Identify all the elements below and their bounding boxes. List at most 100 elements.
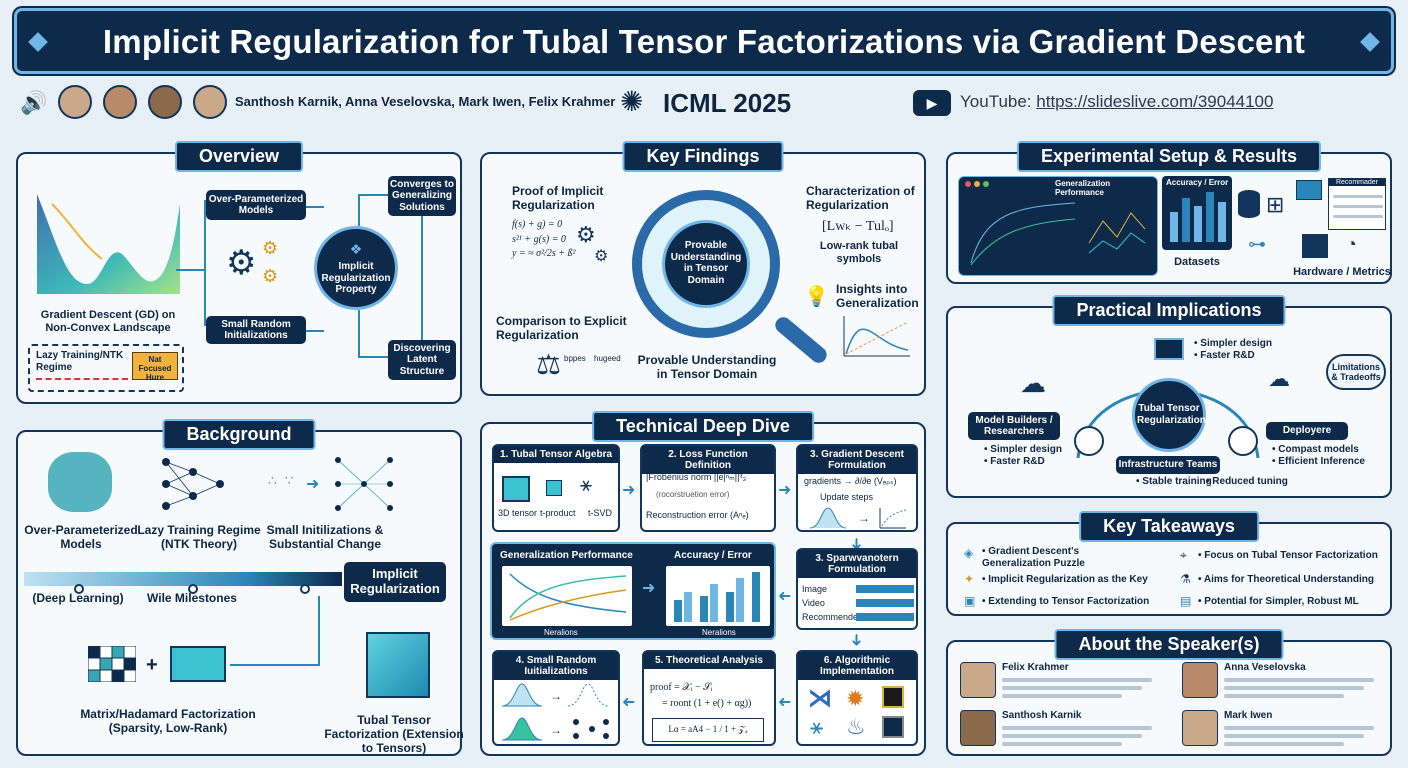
tubal-factorization-label: Tubal Tensor Factorization (Extension to… — [324, 713, 464, 755]
avatar — [58, 85, 92, 119]
chip-icon — [882, 716, 904, 738]
low-rank-matrix-icon — [170, 646, 226, 682]
flow-icon: ⊞ — [1266, 192, 1285, 217]
svg-text:→: → — [550, 723, 562, 737]
datasets-label: Datasets — [1174, 256, 1220, 268]
youtube-link[interactable]: https://slideslive.com/39044100 — [1036, 92, 1274, 111]
proof-label: Proof of Implicit Regularization — [512, 184, 604, 213]
gear-icon: ⚙ — [226, 244, 257, 282]
device-icon — [1228, 426, 1258, 456]
converges-node: Converges to Generalizing Solutions — [388, 176, 456, 216]
limitations-bubble: Limitations & Tradeoffs — [1326, 354, 1386, 390]
avatar — [148, 85, 182, 119]
network-icon: ❖ — [349, 241, 363, 257]
characterization-label: Characterization of Regularization — [806, 184, 915, 213]
poster-title: Implicit Regularization for Tubal Tensor… — [102, 23, 1306, 60]
gd-label: Gradient Descent (GD) on Non-Convex Land… — [40, 309, 176, 334]
code-editor-icon: ⋊ — [808, 685, 832, 712]
gauge-icon: ◔ — [1346, 234, 1357, 254]
tensor-icon: ▣ — [964, 594, 976, 608]
icml-logo-icon: ✺ — [620, 86, 644, 117]
speaker-name: Santhosh Karnik — [1002, 710, 1082, 721]
takeaways-title: Key Takeaways — [1079, 511, 1259, 542]
server-icon — [1302, 234, 1328, 258]
takeaway-item: • Gradient Descent's Generalization Puzz… — [982, 546, 1085, 569]
cube-icon — [502, 476, 530, 502]
step-small-init: 4. Small Random Iuitializations →→ — [492, 650, 620, 746]
loss-landscape-graphic — [37, 194, 180, 294]
takeaways-panel: Key Takeaways ◈ • Gradient Descent's Gen… — [946, 511, 1392, 616]
provable-label: Provable Understanding in Tensor Domain — [637, 353, 777, 381]
generalization-line-chart — [502, 566, 632, 626]
speaker-audio-icon[interactable]: 🔊 — [20, 90, 48, 115]
key-findings-title: Key Findings — [622, 141, 784, 172]
small-points-icon: ∴ ∵ — [268, 472, 296, 488]
tubal-reg-node: Tubal Tensor Regularization — [1132, 378, 1206, 452]
image-icon — [1296, 180, 1322, 200]
results-chart-panel: Generalization Performance Accuracy / Er… — [490, 542, 776, 640]
recommender-table: Recommader — [1328, 178, 1386, 230]
step-gradient-descent: 3. Gradient Descent Formulation gradient… — [796, 444, 918, 532]
youtube-icon[interactable]: ▶ — [913, 90, 951, 116]
bg-small-init-label: Small Initilizations & Substantial Chang… — [266, 523, 384, 551]
lazy-regime-label: Lazy Training/NTK Regime — [36, 350, 124, 373]
speaker-photo — [1182, 710, 1218, 746]
network-icon: ⊶ — [1248, 234, 1266, 254]
arrow-icon: ➜ — [306, 476, 320, 493]
magnifier-lens: Provable Understanding in Tensor Domain — [632, 190, 780, 338]
takeaway-item: • Potential for Simpler, Robust ML — [1198, 596, 1359, 607]
speaker-name: Mark Iwen — [1224, 710, 1273, 721]
theory-icon: ⚗ — [1180, 572, 1191, 586]
chart-icon: ▤ — [1180, 594, 1192, 608]
accuracy-monitor: Accuracy / Error — [1162, 176, 1232, 250]
deep-dive-title: Technical Deep Dive — [592, 411, 814, 442]
pytorch-icon: ✹ — [846, 686, 865, 711]
takeaway-item: • Focus on Tubal Tensor Factorization — [1198, 550, 1378, 561]
scale-icon: ⚖ — [536, 349, 562, 380]
key-findings-panel: Key Findings Proof of Implicit Regulariz… — [480, 141, 926, 396]
svg-text:→: → — [550, 689, 562, 703]
step-algorithmic-implementation: 6. Algorithmic Implementation ⋊ ✹ ⚹ ♨ — [796, 650, 918, 746]
model-builders-node: Model Builders / Researchers — [968, 412, 1060, 440]
experimental-panel: Experimental Setup & Results Generalizat… — [946, 141, 1392, 284]
speaker-photo — [1182, 662, 1218, 698]
takeaway-item: • Implicit Regularization as the Key — [982, 574, 1148, 585]
infrastructure-node: Infrastructure Teams — [1116, 456, 1220, 474]
conference-name: ICML 2025 — [663, 88, 792, 118]
takeaway-item: • Extending to Tensor Factorization — [982, 596, 1150, 607]
speaker-photo — [960, 710, 996, 746]
svg-text:→: → — [858, 511, 870, 525]
bg-implicit-node: Implicit Regularization — [344, 562, 446, 602]
lens-label: Provable Understanding in Tensor Domain — [670, 240, 742, 286]
timeline-bar — [24, 572, 342, 586]
puzzle-icon: ◈ — [964, 546, 974, 560]
step-formulation: 3. Sparwvanotern Formulation Image Video… — [796, 548, 918, 630]
insights-label: Insights into Generalization — [836, 282, 919, 311]
lazy-regime-box: Lazy Training/NTK Regime Nat Focused Hur… — [28, 344, 184, 392]
title-banner: Implicit Regularization for Tubal Tensor… — [14, 8, 1394, 74]
takeaway-item: • Aims for Theoretical Understanding — [1198, 574, 1374, 585]
milestones-label: Wile Milestones — [147, 591, 237, 605]
gear-icon: ⚙ — [576, 222, 596, 247]
python-icon: ♨ — [846, 714, 866, 739]
comparison-label: Comparison to Explicit Regularization — [496, 314, 627, 343]
practical-panel: Practical Implications • Simpler design … — [946, 295, 1392, 498]
hardware-label: Hardware / Metrics — [1293, 266, 1391, 278]
plus-icon: + — [146, 654, 158, 676]
server-icon — [1074, 426, 1104, 456]
matrix-factorization-label: Matrix/Hadamard Factorization (Sparsity,… — [80, 707, 256, 735]
neural-net-icon — [162, 458, 224, 510]
brain-network-icon — [48, 452, 112, 512]
gpu-icon — [882, 686, 904, 708]
speaker-photo — [960, 662, 996, 698]
deployers-node: Deployere — [1266, 422, 1348, 440]
database-icon — [1238, 190, 1260, 218]
bulb-icon: ✦ — [964, 572, 975, 586]
gear-icon: ⚙ — [262, 238, 279, 258]
graph-icon: ⚹ — [810, 714, 824, 739]
tree-icon: ⚹ — [580, 474, 592, 496]
speakers-title: About the Speaker(s) — [1054, 629, 1284, 660]
generalization-monitor: Generalization Performance — [958, 176, 1158, 276]
cloud-database-icon: ☁ — [1020, 368, 1046, 398]
overparam-node: Over-Parameterized Models — [206, 190, 306, 220]
